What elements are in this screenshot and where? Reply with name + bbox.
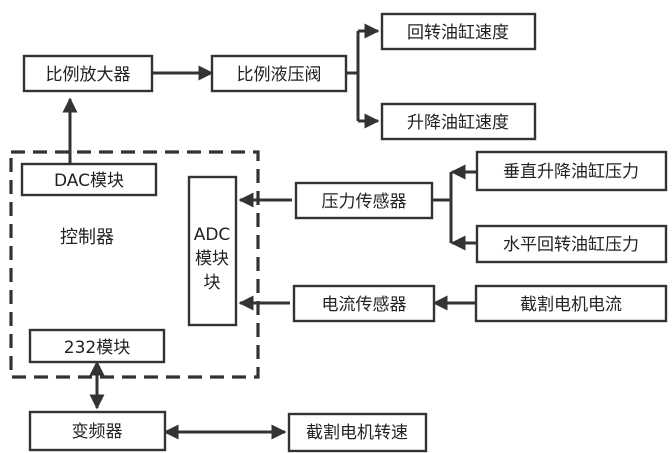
rotary-speed-label: 回转油缸速度 [407,22,509,43]
pressure-branch-line [432,172,453,243]
vfd-label: 变频器 [72,422,123,442]
valve-branch-line [346,31,360,121]
current-sensor-label: 电流传感器 [322,295,407,315]
valve-label: 比例液压阀 [237,65,322,85]
box-amplifier: 比例放大器 [22,54,154,93]
amplifier-label: 比例放大器 [46,65,131,85]
box-horizontal-pressure: 水平回转油缸压力 [475,224,668,264]
rs232-label: 232模块 [64,338,130,358]
box-vertical-pressure: 垂直升降油缸压力 [475,150,668,192]
horizontal-pressure-label: 水平回转油缸压力 [503,234,639,255]
vertical-pressure-label: 垂直升降油缸压力 [503,161,639,182]
motor-speed-label: 截割电机转速 [306,423,408,443]
box-motor-current: 截割电机电流 [474,284,668,323]
box-dac: DAC模块 [20,162,158,197]
connections [62,23,477,440]
lift-speed-label: 升降油缸速度 [407,112,509,133]
adc-label-line3: 块 [204,273,221,293]
adc-label-line1: ADC [194,225,231,245]
box-lift-speed: 升降油缸速度 [380,102,537,141]
box-adc: ADC 模块 块 [187,175,238,327]
box-valve: 比例液压阀 [210,54,348,93]
box-rotary-speed: 回转油缸速度 [380,12,537,51]
box-rs232: 232模块 [28,328,166,364]
box-vfd: 变频器 [28,410,167,452]
controller-label: 控制器 [60,227,114,248]
box-pressure-sensor: 压力传感器 [294,181,434,220]
adc-label-line2: 模块 [195,249,229,269]
dac-label: DAC模块 [54,171,124,191]
box-current-sensor: 电流传感器 [292,284,436,323]
motor-current-label: 截割电机电流 [520,295,622,315]
pressure-sensor-label: 压力传感器 [322,192,407,212]
box-motor-speed: 截割电机转速 [287,412,428,453]
controller-boundary [9,150,260,379]
